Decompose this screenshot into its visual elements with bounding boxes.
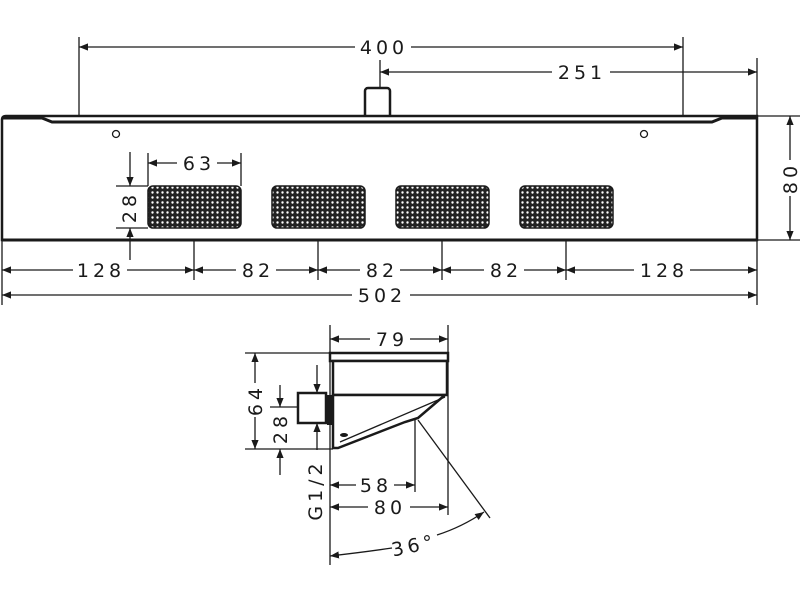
dim-64: 64 (245, 384, 267, 416)
dim-connector-28: 28 (270, 412, 292, 444)
dim-spacing-3: 82 (366, 260, 398, 282)
side-view: 79 64 28 G1/2 58 80 36° (244, 325, 491, 565)
dim-502: 502 (358, 285, 406, 307)
spray-nozzle-4 (519, 185, 614, 229)
dim-58: 58 (360, 475, 392, 497)
dim-79: 79 (376, 329, 408, 351)
dim-80: 80 (374, 497, 406, 519)
dim-spacing-4: 82 (490, 260, 522, 282)
mount-hole-right (639, 129, 649, 139)
dim-spacing-1: 128 (77, 260, 125, 282)
dim-nozzle-28: 28 (119, 191, 141, 223)
spray-nozzle-3 (395, 185, 490, 229)
dim-spacing-5: 128 (640, 260, 688, 282)
front-view: 400 251 80 63 28 (0, 36, 800, 307)
dim-400: 400 (360, 37, 408, 59)
dim-251: 251 (558, 62, 606, 84)
shower-body (0, 114, 759, 242)
angle-36: 36° (390, 530, 439, 561)
spray-nozzle-1 (147, 185, 242, 229)
dim-spacing-2: 82 (242, 260, 274, 282)
dim-nozzle-63: 63 (183, 153, 215, 175)
dim-height-80: 80 (780, 162, 800, 194)
spacing-dimensions: 128 82 82 82 128 (1, 240, 758, 305)
mount-hole-left (111, 129, 121, 139)
thread-g1-2: G1/2 (305, 459, 327, 520)
connector (296, 391, 328, 425)
inlet-pipe (363, 86, 392, 120)
spray-nozzle-2 (271, 185, 366, 229)
